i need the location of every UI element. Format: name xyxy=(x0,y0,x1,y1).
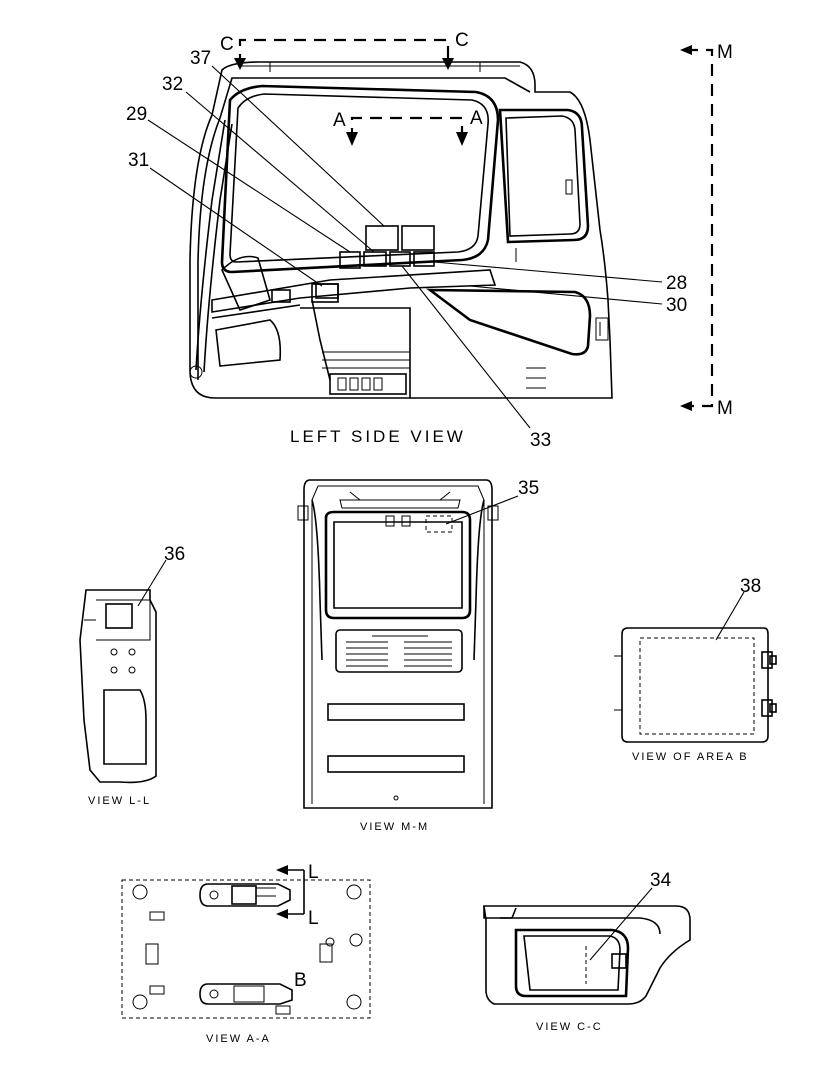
callout-36: 36 xyxy=(164,544,185,565)
area-mark-b: B xyxy=(294,970,307,991)
view-area-b: 38 VIEW OF AREA B xyxy=(614,576,777,763)
part-31-film xyxy=(315,283,339,299)
part-37-film xyxy=(365,225,399,251)
part-36-label xyxy=(105,603,133,629)
section-mark-l-bottom: L xyxy=(308,908,319,929)
section-line-a-a xyxy=(346,116,468,146)
section-line-l-l xyxy=(276,865,305,919)
view-caption-a-a: VIEW A-A xyxy=(206,1033,271,1045)
callout-32: 32 xyxy=(162,74,183,95)
part-32-film xyxy=(363,251,387,267)
cab-outline xyxy=(189,61,613,399)
vent-grille-right xyxy=(404,641,452,667)
left-side-view: C C xyxy=(126,30,687,451)
callout-28: 28 xyxy=(666,273,687,294)
section-mark-m-bottom: M xyxy=(717,398,733,419)
section-line-m-m xyxy=(680,45,714,411)
part-35-film xyxy=(425,515,453,533)
section-mark-l-top: L xyxy=(308,862,319,883)
vent-grille-left xyxy=(346,641,388,667)
view-l-l: 36 VIEW L-L xyxy=(79,544,185,807)
part-33-film xyxy=(389,251,411,267)
view-title-left-side: LEFT SIDE VIEW xyxy=(290,427,466,446)
part-28-film xyxy=(413,251,435,267)
callout-31: 31 xyxy=(128,150,149,171)
callout-37: 37 xyxy=(190,48,211,69)
callout-35: 35 xyxy=(518,478,539,499)
callout-34: 34 xyxy=(650,870,672,891)
view-caption-l-l: VIEW L-L xyxy=(88,795,151,807)
callout-29: 29 xyxy=(126,104,147,125)
callout-30: 30 xyxy=(666,295,687,316)
view-m-m: 35 VIEW M-M xyxy=(297,478,539,833)
view-c-c: 34 VIEW C-C xyxy=(483,870,691,1033)
section-mark-c-right: C xyxy=(455,30,469,51)
section-mark-c-left: C xyxy=(220,34,234,55)
view-caption-m-m: VIEW M-M xyxy=(360,821,429,833)
part-38-film xyxy=(639,637,755,735)
view-a-a: L L B VIEW A-A xyxy=(121,862,371,1045)
view-caption-area-b: VIEW OF AREA B xyxy=(632,751,749,763)
section-mark-a-right: A xyxy=(470,108,483,129)
view-caption-c-c: VIEW C-C xyxy=(536,1021,603,1033)
callout-33: 33 xyxy=(530,430,551,451)
section-mark-a-left: A xyxy=(333,110,346,131)
callout-38: 38 xyxy=(740,576,761,597)
part-37b-film xyxy=(401,225,435,251)
section-mark-m-top: M xyxy=(717,42,733,63)
